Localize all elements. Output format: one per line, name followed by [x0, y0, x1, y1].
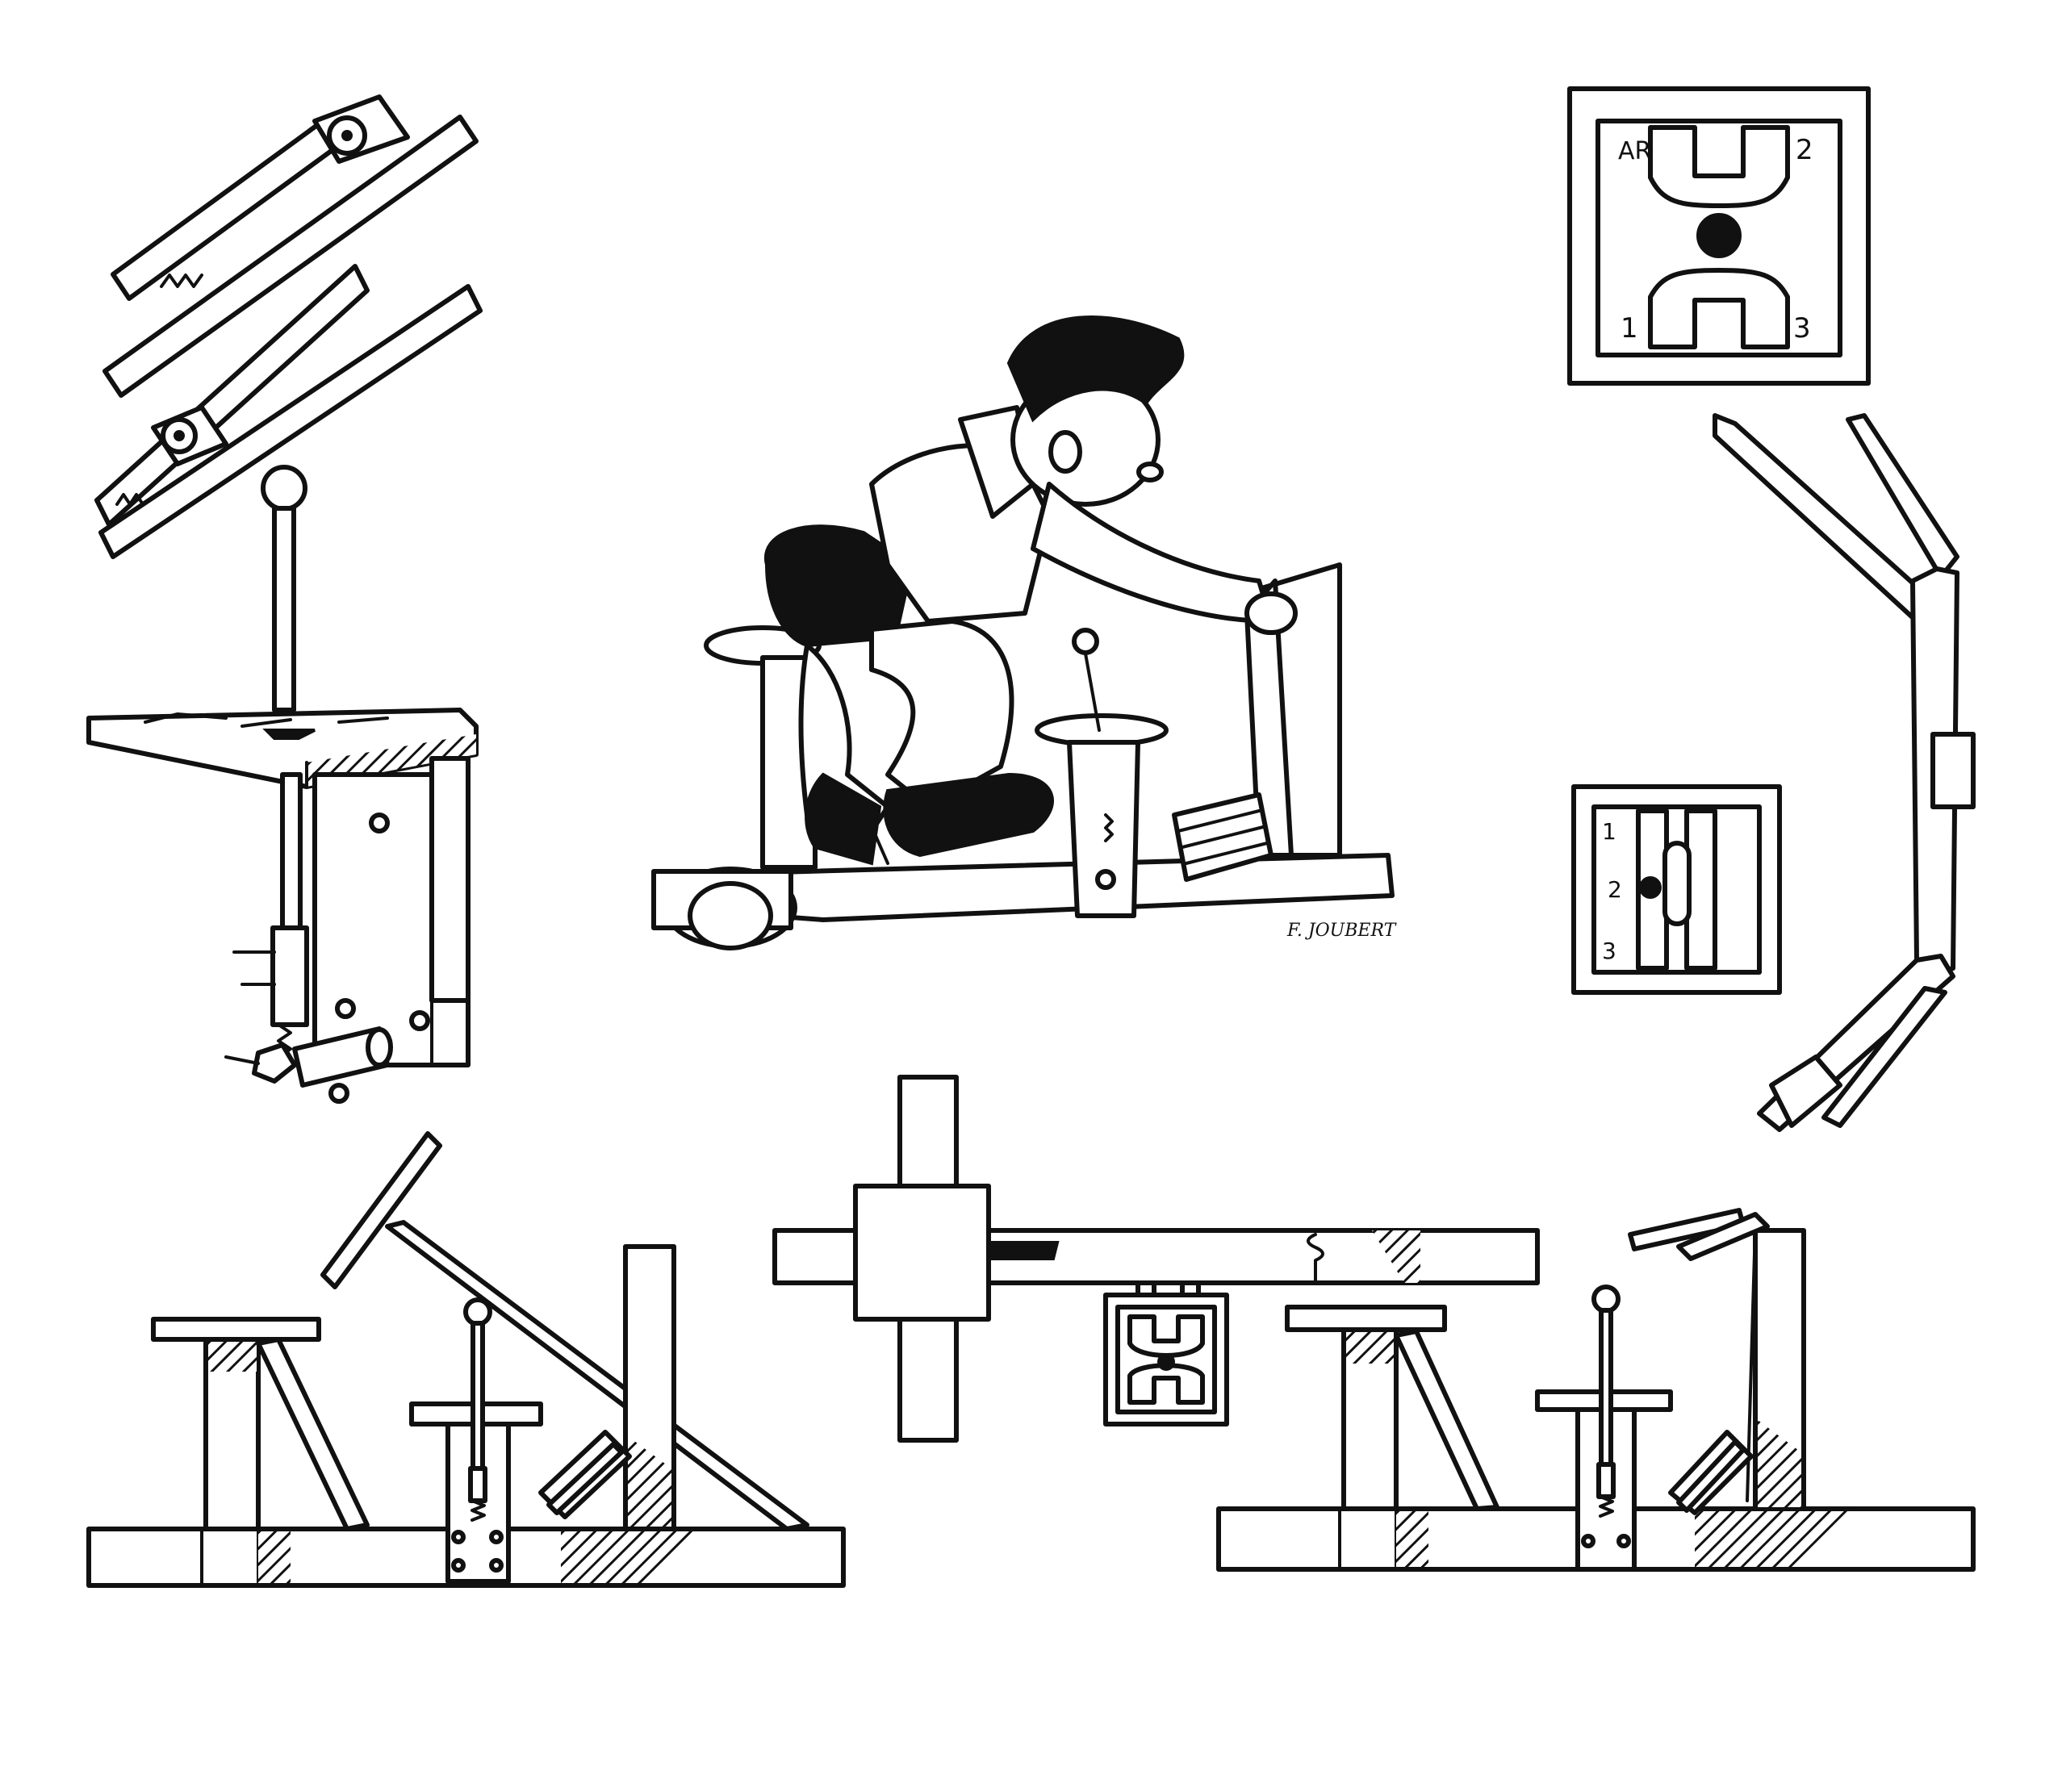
gear-stand: [1035, 628, 1169, 918]
boy-illustration: F. JOUBERT: [651, 315, 1398, 950]
lever-frame: [224, 756, 470, 1104]
gear-lever: [261, 465, 307, 712]
lower-pedal: [94, 264, 483, 559]
side-view-extended: [86, 1131, 846, 1588]
boy: [763, 315, 1298, 866]
small-gear-label-3: 3: [1602, 938, 1616, 964]
top-view: [772, 1075, 1540, 1443]
gear-pattern-large: AR 2 1 3: [1567, 86, 1871, 386]
pedals: [1172, 792, 1273, 882]
pedal-lever-detail: [86, 94, 483, 1104]
small-gear-label-1: 1: [1602, 818, 1616, 845]
folded-frame: [1713, 413, 1976, 1132]
gear-label-reverse: AR: [1618, 137, 1651, 165]
side-view-folded: [1216, 1208, 1976, 1572]
small-gear-label-2: 2: [1608, 876, 1622, 903]
upper-pedal: [102, 94, 479, 398]
gear-pattern-small: 1 2 3: [1571, 784, 1782, 995]
gear-label-2: 2: [1796, 134, 1813, 166]
dashboard-board: [1244, 562, 1342, 858]
artist-signature: F. JOUBERT: [1286, 921, 1398, 941]
gear-label-3: 3: [1793, 312, 1811, 345]
gear-label-1: 1: [1621, 312, 1638, 345]
